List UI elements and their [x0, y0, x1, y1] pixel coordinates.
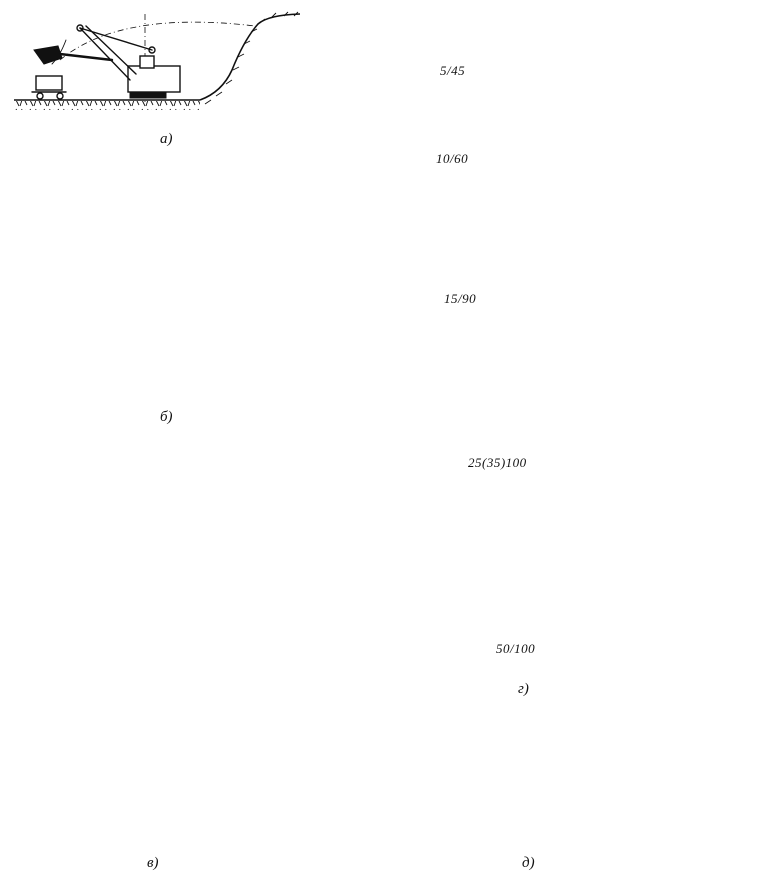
panel-label-g: г) — [518, 681, 529, 697]
panel-label-d: д) — [522, 855, 535, 871]
panel-label-v: в) — [147, 855, 159, 871]
panel-label-b: б) — [160, 409, 173, 425]
model-label-25-35-100: 25(35)100 — [468, 455, 527, 470]
model-label-5-45: 5/45 — [440, 63, 466, 78]
model-label-50-100: 50/100 — [496, 641, 536, 656]
panel-a-front-shovel — [14, 11, 301, 110]
model-label-15-90: 15/90 — [444, 291, 477, 306]
panel-label-a: а) — [160, 131, 173, 147]
model-label-10-60: 10/60 — [436, 151, 469, 166]
